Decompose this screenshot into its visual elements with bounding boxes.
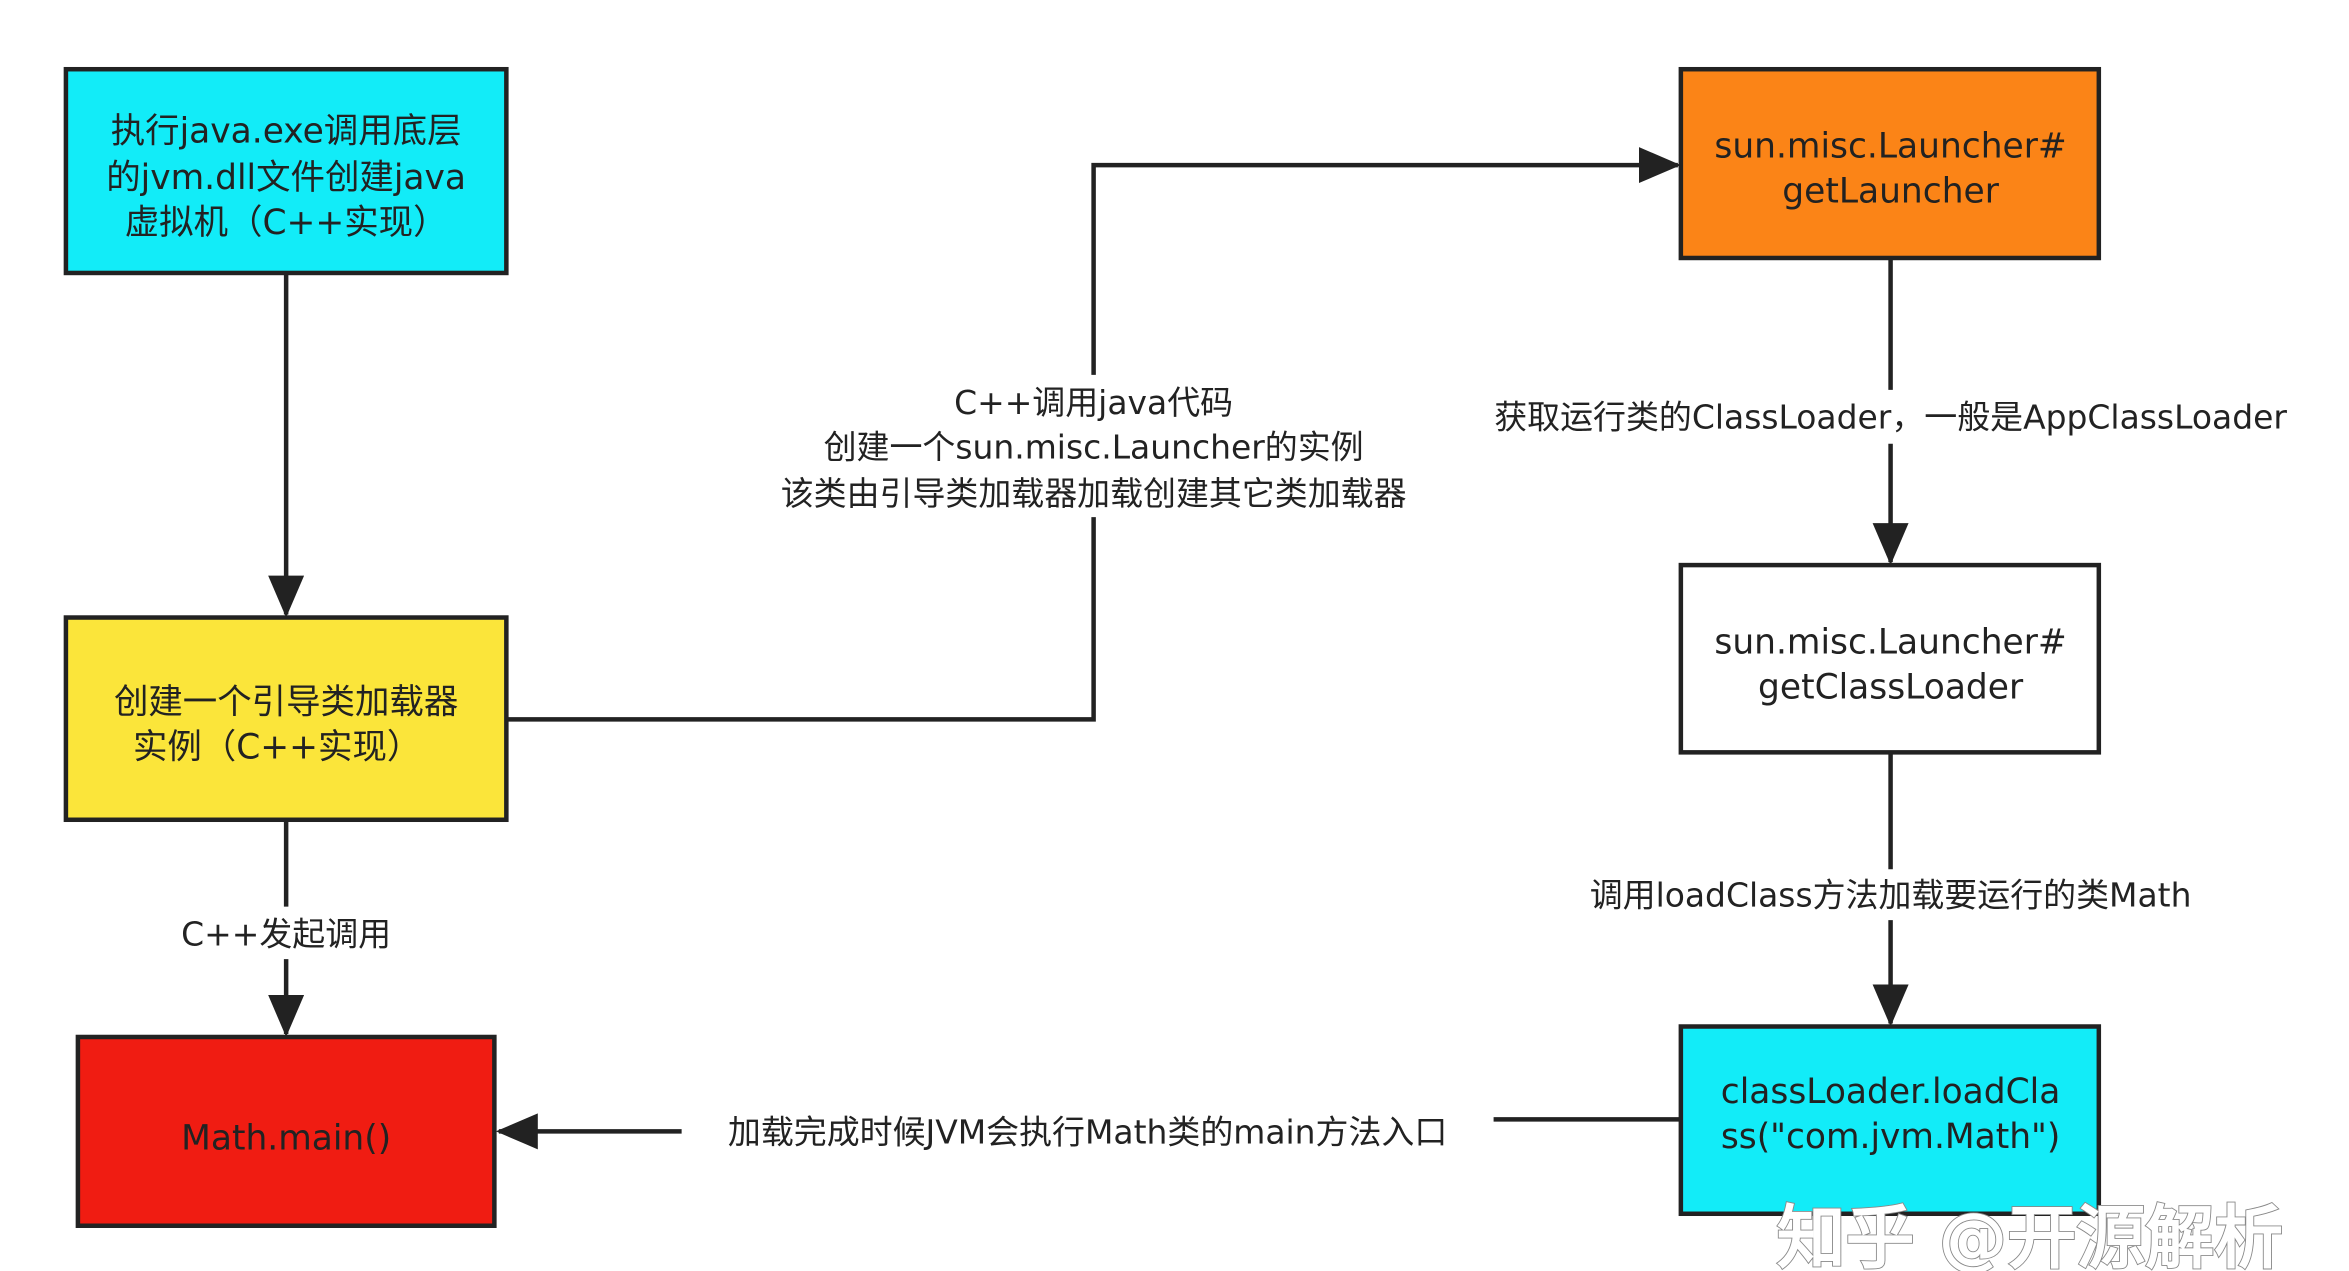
edge-label: 创建一个sun.misc.Launcher的实例 xyxy=(824,428,1364,467)
node-jvm-line: 的jvm.dll文件创建java xyxy=(106,158,466,198)
node-jvm-line: 虚拟机（C++实现） xyxy=(125,203,448,243)
node-bootstrap-box xyxy=(63,615,509,823)
edge-bootstrap-to-launcher-a xyxy=(506,517,1096,722)
node-launcher-box xyxy=(1678,66,2102,261)
edge-label: 调用loadClass方法加载要运行的类Math xyxy=(1590,876,2192,915)
edge-label: C++发起调用 xyxy=(181,915,391,954)
edge-label: 该类由引导类加载器加载创建其它类加载器 xyxy=(781,474,1407,513)
node-loadclass-box xyxy=(1678,1024,2102,1217)
node-launcher-line: getLauncher xyxy=(1782,172,1999,212)
node-bootstrap-line: 创建一个引导类加载器 xyxy=(114,682,458,722)
edge-label: 加载完成时候JVM会执行Math类的main方法入口 xyxy=(728,1112,1447,1151)
node-bootstrap-line: 实例（C++实现） xyxy=(133,727,421,767)
node-main-box xyxy=(75,1034,497,1228)
node-classloader-line: sun.misc.Launcher# xyxy=(1714,622,2066,662)
watermark: 知乎 @开源解析 xyxy=(1777,1199,2283,1271)
node-loadclass-line: classLoader.loadCla xyxy=(1721,1072,2061,1112)
node-main-label: Math.main() xyxy=(181,1118,391,1158)
edge-label: C++调用java代码 xyxy=(954,383,1233,422)
node-jvm-box xyxy=(63,66,509,276)
edge-bootstrap-to-launcher-b xyxy=(1091,147,1681,375)
edge-label: 获取运行类的ClassLoader，一般是AppClassLoader xyxy=(1494,398,2287,437)
node-loadclass-line: ss("com.jvm.Math") xyxy=(1721,1117,2061,1157)
node-jvm-line: 执行java.exe调用底层 xyxy=(111,112,462,152)
node-classloader-line: getClassLoader xyxy=(1758,667,2024,707)
node-classloader-box xyxy=(1678,562,2102,755)
node-launcher-line: sun.misc.Launcher# xyxy=(1714,127,2066,167)
